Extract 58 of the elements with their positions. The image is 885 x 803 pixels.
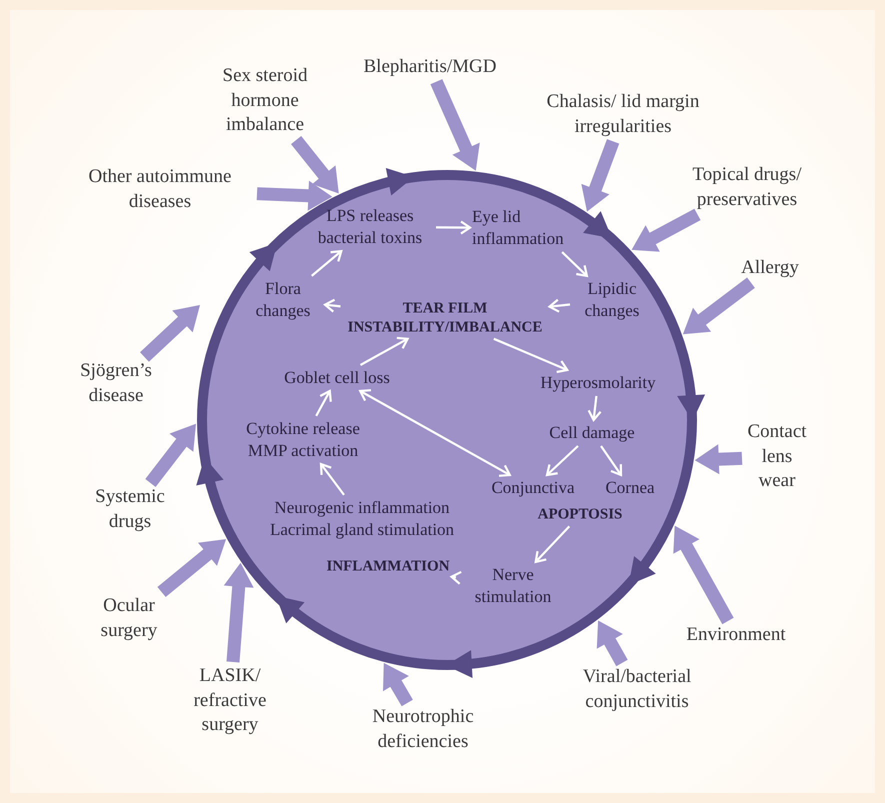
stage-heading: INFLAMMATION: [326, 558, 450, 576]
arrow: [596, 620, 628, 666]
arrow: [359, 389, 511, 477]
cycle-step-text: Cornea: [605, 476, 655, 500]
arrow: [140, 305, 200, 362]
stage-heading: TEAR FILM INSTABILITY/IMBALANCE: [342, 299, 548, 337]
risk-factor-label: Chalasis/ lid margin irregularities: [523, 90, 723, 140]
arrow: [311, 250, 342, 277]
arrow: [224, 562, 254, 662]
arrow: [548, 298, 570, 313]
cycle-step-text: Neurogenic inflammation Lacrimal gland stimulation: [242, 496, 482, 542]
arrow: [534, 526, 570, 563]
cycle-step-text: Hyperosmolarity: [540, 372, 656, 394]
arrow: [315, 390, 332, 416]
arrow: [561, 251, 588, 277]
risk-factor-label: Sjögren’s disease: [68, 359, 164, 408]
cycle-step-text: Goblet cell loss: [284, 366, 390, 390]
risk-factor-label: Ocular surgery: [89, 594, 169, 644]
risk-factor-label: Blepharitis/MGD: [364, 55, 496, 80]
cycle-step-text: Cell damage: [549, 422, 635, 444]
cycle-step-text: Flora changes: [243, 278, 323, 322]
arrow: [256, 180, 332, 211]
risk-factor-label: Systemic drugs: [80, 485, 180, 534]
arrow: [324, 298, 341, 313]
arrow: [682, 278, 755, 334]
cycle-step-text: Eye lid inflammation: [472, 206, 602, 250]
arrow: [436, 220, 472, 235]
arrow: [546, 445, 579, 476]
arrow: [450, 570, 462, 585]
risk-factor-label: Allergy: [741, 256, 799, 281]
arrow: [493, 338, 568, 374]
arrow: [430, 79, 480, 171]
arrow: [632, 208, 701, 252]
risk-factor-label: Topical drugs/ preservatives: [678, 163, 816, 212]
risk-factor-label: Neurotrophic deficiencies: [353, 705, 493, 754]
risk-factor-label: Other autoimmune diseases: [65, 165, 255, 214]
risk-factor-label: LASIK/ refractive surgery: [175, 664, 285, 738]
cycle-step-text: Lipidic changes: [572, 278, 652, 322]
arrow: [694, 444, 742, 474]
cycle-step-text: Cytokine release MMP activation: [228, 418, 378, 462]
arrow: [360, 336, 409, 366]
arrow: [145, 424, 196, 487]
arrow: [320, 463, 345, 496]
stage-heading: APOPTOSIS: [538, 506, 622, 524]
arrow: [600, 445, 622, 476]
cycle-step-text: Nerve stimulation: [458, 564, 568, 608]
arrow: [383, 662, 413, 706]
risk-factor-label: Contact lens wear: [744, 420, 810, 494]
arrow: [157, 539, 226, 597]
arrow: [291, 136, 339, 194]
arrow: [581, 139, 620, 212]
arrow: [673, 526, 734, 624]
arrow: [588, 396, 602, 422]
risk-factor-label: Environment: [686, 623, 786, 648]
risk-factor-label: Viral/bacterial conjunctivitis: [552, 665, 722, 714]
cycle-step-text: Conjunctiva: [491, 476, 575, 500]
cycle-step-text: LPS releases bacterial toxins: [306, 204, 434, 250]
risk-factor-label: Sex steroid hormone imbalance: [190, 64, 340, 138]
